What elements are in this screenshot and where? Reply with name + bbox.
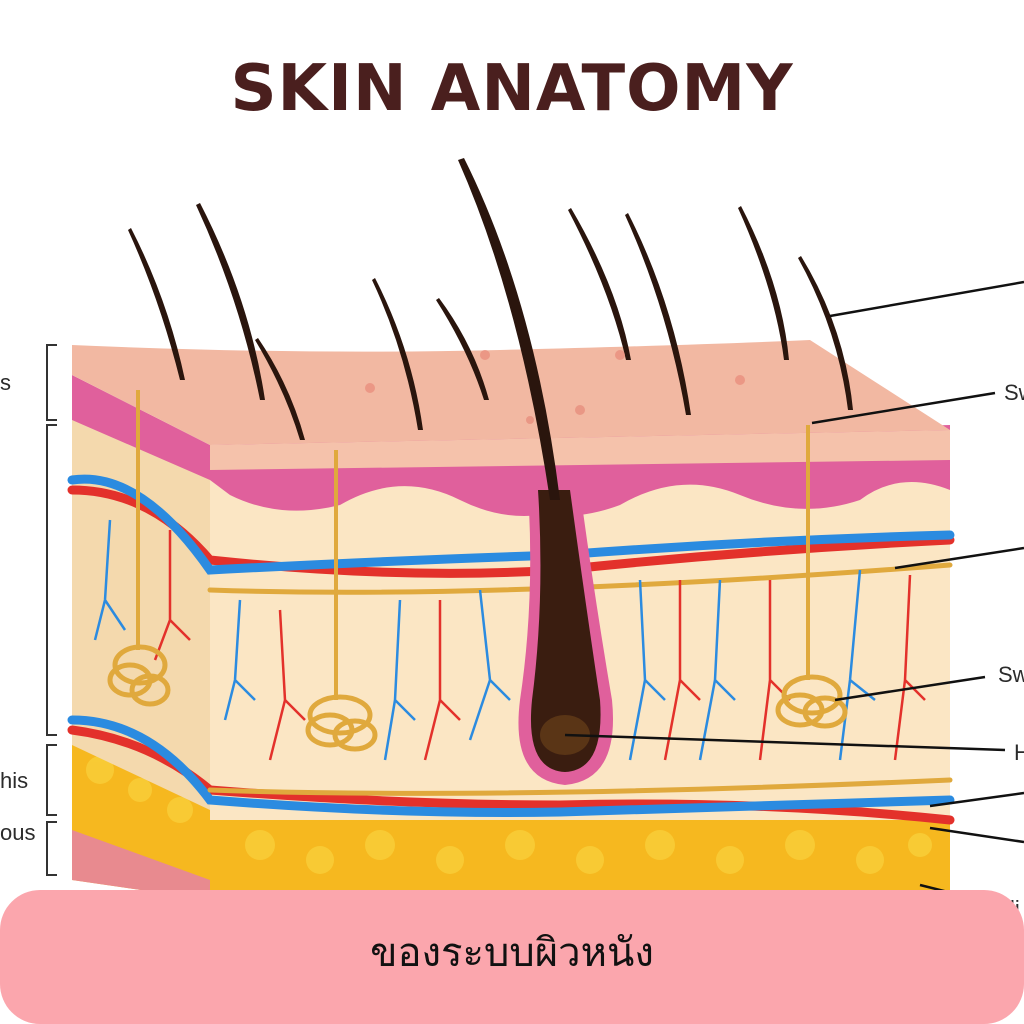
dermis-side xyxy=(72,420,210,810)
hairs xyxy=(128,158,853,500)
label-hair-follicle: H xyxy=(1014,740,1024,765)
vein-upper xyxy=(67,474,955,575)
leader-lines xyxy=(564,280,1024,907)
layer-brackets xyxy=(46,344,57,876)
label-sweat-gland: Sw xyxy=(998,662,1024,687)
caption-text: ของระบบผิวหนัง xyxy=(370,930,654,976)
caption-banner: ของระบบผิวหนัง xyxy=(0,890,1024,1024)
sweat-gland-coil-3 xyxy=(775,674,848,729)
label-sweat-pore: Sw xyxy=(1004,380,1024,405)
sweat-gland-coil-1 xyxy=(107,644,171,707)
hair-main xyxy=(458,158,560,500)
diagram-title: SKIN ANATOMY xyxy=(230,52,794,126)
sweat-glands xyxy=(107,390,848,752)
nerve-lower xyxy=(207,777,953,796)
label-epidermis: s xyxy=(0,370,11,395)
vein-lower xyxy=(67,715,955,817)
pores xyxy=(365,350,745,424)
sweat-gland-coil-2 xyxy=(305,694,378,752)
blood-vessels xyxy=(67,474,955,825)
epidermis-surface xyxy=(72,340,950,445)
hair-follicle xyxy=(518,490,614,785)
label-subcutaneous: ous xyxy=(0,820,36,845)
label-hypodermis: his xyxy=(0,768,29,793)
